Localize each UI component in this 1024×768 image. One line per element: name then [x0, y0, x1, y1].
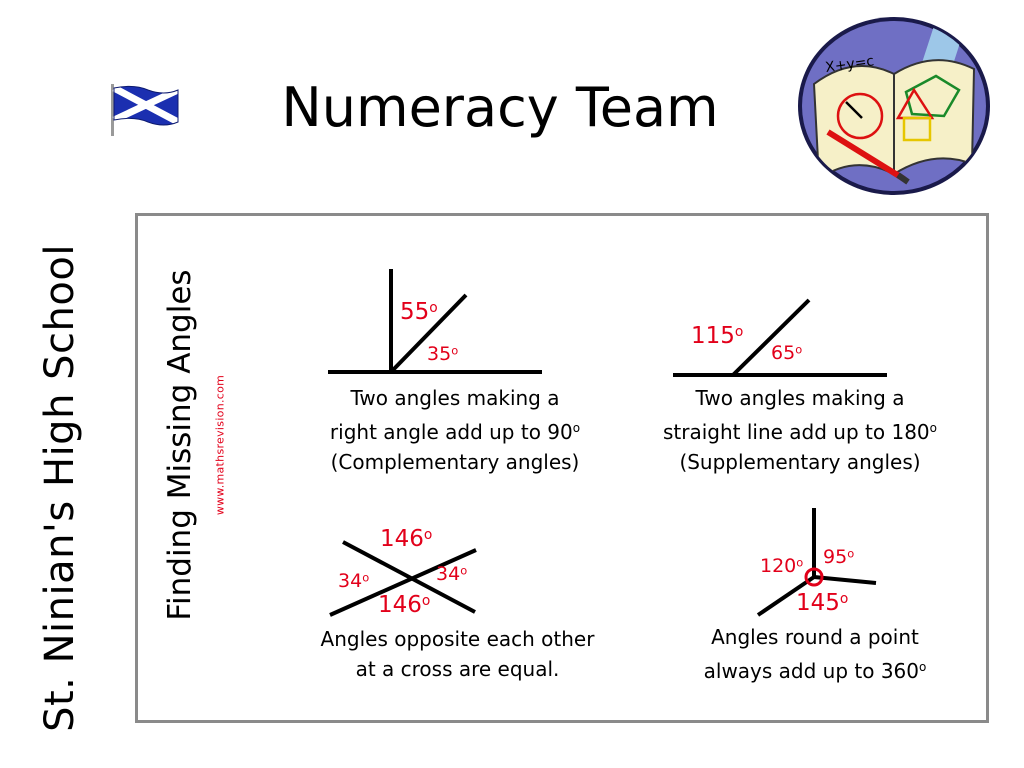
angle-label-65: 65o [771, 342, 803, 364]
point-ray-right [813, 575, 877, 585]
point-angle-marker [804, 567, 824, 587]
content-panel [135, 213, 989, 723]
angle-label-34-left: 34o [338, 570, 370, 592]
angle-label-34-right: 34o [436, 563, 468, 585]
svg-text:X+y=c: X+y=c [824, 53, 875, 76]
flag-icon [111, 84, 180, 136]
cross-line-1 [342, 540, 476, 614]
angle-label-146-bottom: 146o [378, 592, 431, 618]
angle-label-145: 145o [796, 590, 849, 616]
angle-label-115: 115o [691, 323, 744, 349]
supplementary-caption: Two angles making a straight line add up… [662, 386, 937, 475]
angle-label-55: 55o [400, 299, 438, 325]
angle-label-95: 95o [823, 546, 855, 568]
angle-label-120: 120o [760, 555, 804, 577]
cross-line-2 [329, 548, 477, 617]
point-ray-down-left [756, 575, 816, 617]
complementary-ray-line [389, 293, 468, 374]
supplementary-ray-line [731, 298, 811, 377]
angle-label-146-top: 146o [380, 526, 433, 552]
angle-label-35: 35o [427, 343, 459, 365]
maths-book-logo-icon: X+y=c [798, 17, 990, 195]
page-title: Numeracy Team [281, 76, 719, 139]
point-angles-caption: Angles round a point always add up to 36… [703, 625, 927, 684]
complementary-caption: Two angles making a right angle add up t… [329, 386, 581, 475]
vertical-angles-caption: Angles opposite each other at a cross ar… [320, 627, 595, 681]
